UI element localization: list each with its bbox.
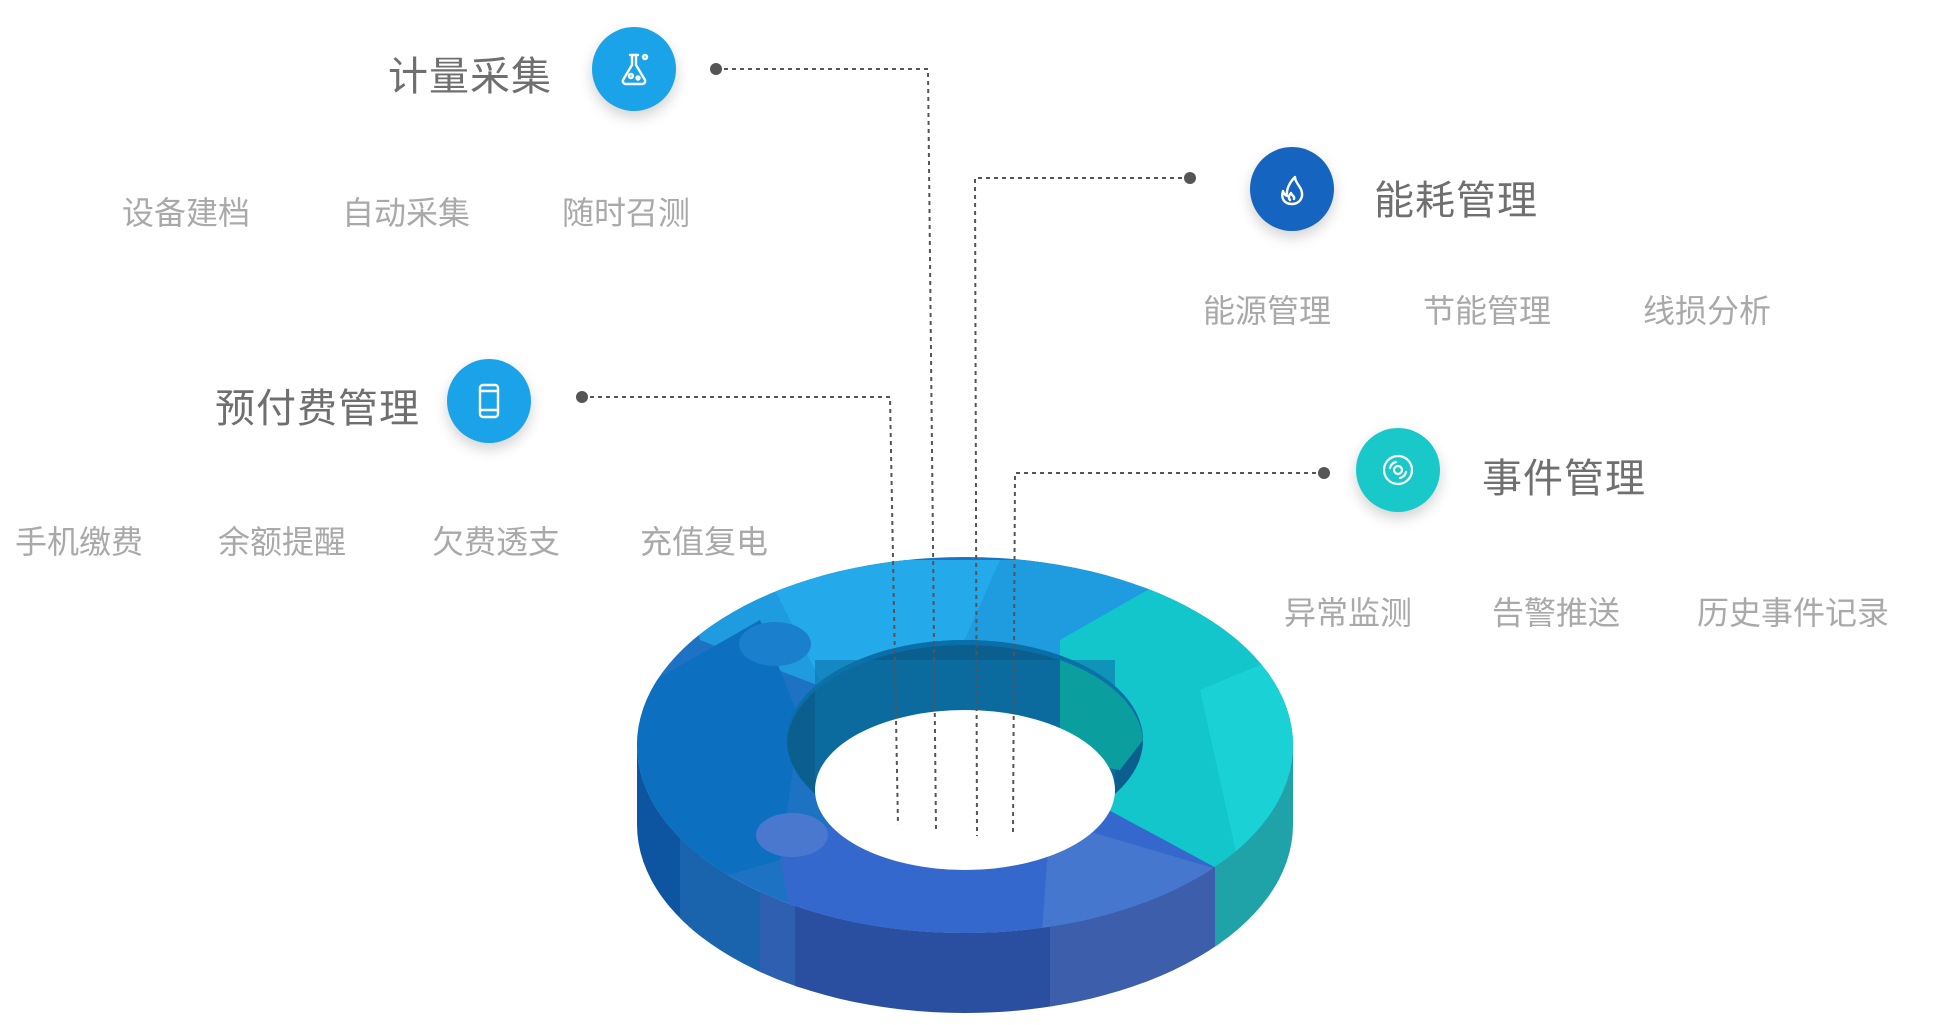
- prepaid-title: 预付费管理: [215, 386, 420, 432]
- events-title: 事件管理: [1482, 456, 1646, 502]
- events-item-3: 历史事件记录: [1697, 594, 1890, 632]
- energy-title: 能耗管理: [1374, 178, 1538, 224]
- prepaid-item-2: 余额提醒: [218, 523, 347, 561]
- metering-item-2: 自动采集: [342, 194, 471, 232]
- prepaid-item-4: 充值复电: [640, 523, 769, 561]
- metering-title: 计量采集: [388, 54, 552, 100]
- flask-icon: [592, 27, 676, 111]
- metering-item-3: 随时召测: [562, 194, 691, 232]
- energy-item-2: 节能管理: [1423, 292, 1552, 330]
- phone-icon: [447, 359, 531, 443]
- prepaid-item-1: 手机缴费: [15, 523, 144, 561]
- prepaid-item-3: 欠费透支: [432, 523, 561, 561]
- metering-item-1: 设备建档: [122, 194, 251, 232]
- energy-item-1: 能源管理: [1203, 292, 1332, 330]
- disc-icon: [1356, 428, 1440, 512]
- connector-dots: [576, 63, 1330, 479]
- flame-icon: [1250, 147, 1334, 231]
- connector-lines: [582, 68, 1324, 837]
- ring-hole: [815, 710, 1115, 870]
- energy-item-3: 线损分析: [1643, 292, 1772, 330]
- events-item-1: 异常监测: [1284, 594, 1413, 632]
- events-item-2: 告警推送: [1492, 594, 1621, 632]
